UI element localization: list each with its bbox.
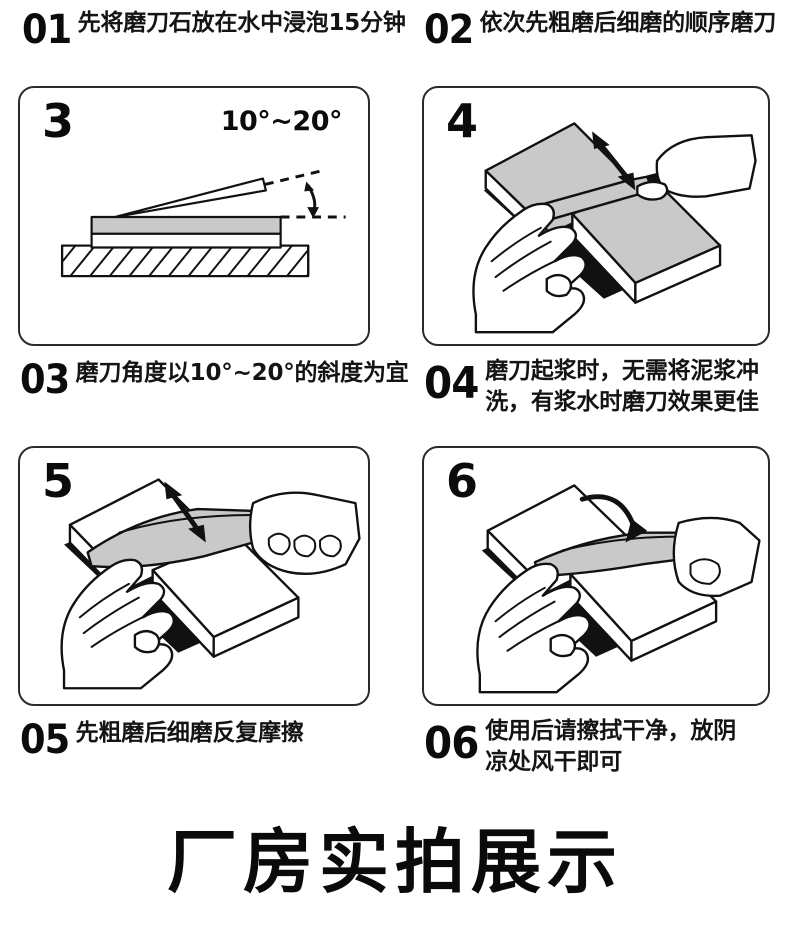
knife-angle-diagram-icon [60, 169, 346, 278]
caption-05: 05 先粗磨后细磨反复摩擦 [20, 720, 304, 760]
caption-02-number: 02 [424, 7, 474, 53]
caption-03: 03 磨刀角度以10°~20°的斜度为宜 [20, 360, 409, 400]
caption-06-number: 06 [424, 718, 479, 769]
caption-05-number: 05 [20, 717, 70, 763]
motion-arrow-head-down [617, 172, 636, 191]
top-caption-row: 01 先将磨刀石放在水中浸泡15分钟 02 依次先粗磨后细磨的顺序磨刀 [0, 0, 790, 68]
panel-4-number: 4 [446, 94, 479, 148]
caption-01-number: 01 [22, 7, 72, 53]
caption-04-number: 04 [424, 358, 479, 409]
panel-step-5: 5 [18, 446, 370, 706]
bottom-headline: 厂房实拍展示 [167, 821, 623, 903]
panel-3-number: 3 [42, 94, 75, 148]
caption-05-text: 先粗磨后细磨反复摩擦 [75, 720, 304, 746]
caption-06: 06 使用后请擦拭干净，放阴 凉处风干即可 [424, 712, 736, 778]
curved-arrow-head [625, 518, 648, 543]
caption-04-text: 磨刀起浆时，无需将泥浆冲 洗，有浆水时磨刀效果更佳 [485, 358, 759, 415]
caption-04: 04 磨刀起浆时，无需将泥浆冲 洗，有浆水时磨刀效果更佳 [424, 352, 759, 418]
sharpening-hands-diagram-icon [472, 122, 757, 334]
motion-arrow-head-up [164, 481, 183, 500]
wipe-clean-diagram-icon [476, 484, 761, 694]
repeat-sharpening-diagram-icon [60, 478, 361, 690]
angle-arrow-head-bottom [307, 207, 320, 218]
caption-03-number: 03 [20, 357, 70, 403]
caption-02-text: 依次先粗磨后细磨的顺序磨刀 [479, 10, 777, 36]
mid-caption-row: 03 磨刀角度以10°~20°的斜度为宜 04 磨刀起浆时，无需将泥浆冲 洗，有… [0, 352, 790, 426]
caption-06-text: 使用后请擦拭干净，放阴 凉处风干即可 [485, 718, 737, 775]
low-caption-row: 05 先粗磨后细磨反复摩擦 06 使用后请擦拭干净，放阴 凉处风干即可 [0, 712, 790, 786]
panel-6-number: 6 [446, 454, 479, 508]
panel-3-angle-label: 10°~20° [220, 106, 343, 137]
caption-01: 01 先将磨刀石放在水中浸泡15分钟 [22, 10, 406, 50]
caption-02: 02 依次先粗磨后细磨的顺序磨刀 [424, 10, 776, 50]
panel-step-3: 3 10°~20° [18, 86, 370, 346]
caption-01-text: 先将磨刀石放在水中浸泡15分钟 [77, 10, 406, 36]
angle-arrow-head-top [304, 181, 315, 192]
motion-arrow-head-down [188, 524, 206, 543]
panel-step-4: 4 [422, 86, 770, 346]
panel-5-number: 5 [42, 454, 75, 508]
motion-arrow-head-up [592, 131, 610, 150]
panel-step-6: 6 [422, 446, 770, 706]
caption-03-text: 磨刀角度以10°~20°的斜度为宜 [75, 360, 409, 386]
